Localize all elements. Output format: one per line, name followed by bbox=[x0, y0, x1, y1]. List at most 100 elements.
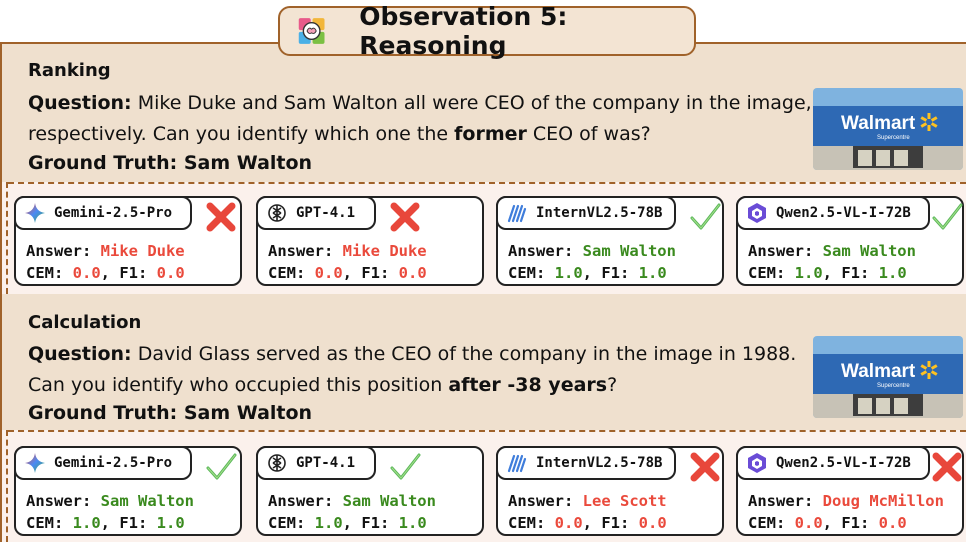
section-title-calculation: Calculation bbox=[28, 312, 142, 333]
answer-value: Sam Walton bbox=[100, 492, 194, 510]
cem-label: CEM: bbox=[748, 514, 795, 532]
model-name-tab: Qwen2.5-VL-I-72B bbox=[736, 446, 930, 480]
answer-line: Answer: Mike Duke bbox=[268, 242, 427, 260]
answer-value: Mike Duke bbox=[100, 242, 185, 260]
model-name-tab: Gemini-2.5-Pro bbox=[14, 196, 192, 230]
answer-label: Answer: bbox=[26, 492, 101, 510]
answer-line: Answer: Sam Walton bbox=[26, 492, 194, 510]
metrics-line: CEM: 0.0, F1: 0.0 bbox=[26, 264, 185, 282]
section-title-ranking: Ranking bbox=[28, 60, 111, 81]
answer-line: Answer: Mike Duke bbox=[26, 242, 185, 260]
question-ranking: Question: Mike Duke and Sam Walton all w… bbox=[28, 88, 818, 150]
metrics-line: CEM: 0.0, F1: 0.0 bbox=[268, 264, 427, 282]
question-label: Question: bbox=[28, 92, 132, 114]
cem-value: 1.0 bbox=[554, 264, 583, 282]
model-name-tab: InternVL2.5-78B bbox=[496, 446, 676, 480]
walmart-store-graphic: Walmart Supercentre bbox=[813, 88, 963, 170]
walmart-logo-subtext: Supercentre bbox=[877, 383, 910, 389]
model-name-tab: InternVL2.5-78B bbox=[496, 196, 676, 230]
page-title: Observation 5: Reasoning bbox=[359, 2, 568, 60]
cross-icon bbox=[388, 200, 422, 234]
answer-value: Lee Scott bbox=[582, 492, 667, 510]
metrics-line: CEM: 1.0, F1: 1.0 bbox=[508, 264, 667, 282]
openai-icon bbox=[266, 202, 288, 224]
model-name-tab: GPT-4.1 bbox=[256, 196, 376, 230]
question-text: Mike Duke and Sam Walton all were CEO of… bbox=[28, 92, 812, 145]
answer-line: Answer: Doug McMillon bbox=[748, 492, 944, 510]
metrics-line: CEM: 1.0, F1: 1.0 bbox=[748, 264, 907, 282]
f1-label: , F1: bbox=[342, 264, 399, 282]
question-text: ? bbox=[607, 374, 618, 396]
model-name-tab: Qwen2.5-VL-I-72B bbox=[736, 196, 930, 230]
gemini-icon bbox=[24, 452, 46, 474]
qwen-icon bbox=[746, 452, 768, 474]
question-emphasis: after -38 years bbox=[448, 374, 608, 396]
walmart-logo-text: Walmart bbox=[841, 113, 916, 134]
cem-value: 0.0 bbox=[72, 264, 101, 282]
answer-value: Mike Duke bbox=[342, 242, 427, 260]
answer-label: Answer: bbox=[748, 492, 823, 510]
answer-label: Answer: bbox=[508, 492, 583, 510]
cem-label: CEM: bbox=[268, 514, 315, 532]
checkmark-icon bbox=[930, 200, 964, 234]
cem-label: CEM: bbox=[26, 514, 73, 532]
openai-icon bbox=[266, 452, 288, 474]
divider bbox=[8, 182, 966, 184]
cem-label: CEM: bbox=[508, 264, 555, 282]
title-banner: Observation 5: Reasoning bbox=[278, 2, 696, 60]
f1-label: , F1: bbox=[342, 514, 399, 532]
calculation-section bbox=[2, 294, 966, 430]
answer-value: Sam Walton bbox=[582, 242, 676, 260]
ranking-section bbox=[2, 44, 966, 182]
cem-value: 0.0 bbox=[794, 514, 823, 532]
question-text: David Glass served as the CEO of the com… bbox=[28, 343, 797, 396]
answer-line: Answer: Sam Walton bbox=[508, 242, 676, 260]
checkmark-icon bbox=[688, 200, 722, 234]
answer-value: Sam Walton bbox=[342, 492, 436, 510]
answer-value: Doug McMillon bbox=[822, 492, 944, 510]
f1-value: 1.0 bbox=[398, 514, 427, 532]
model-name: InternVL2.5-78B bbox=[536, 205, 663, 221]
f1-value: 1.0 bbox=[156, 514, 185, 532]
f1-label: , F1: bbox=[822, 264, 879, 282]
question-calculation: Question: David Glass served as the CEO … bbox=[28, 339, 818, 401]
answer-line: Answer: Lee Scott bbox=[508, 492, 667, 510]
question-emphasis: former bbox=[454, 123, 527, 145]
cem-label: CEM: bbox=[268, 264, 315, 282]
f1-value: 0.0 bbox=[156, 264, 185, 282]
model-name: Qwen2.5-VL-I-72B bbox=[776, 205, 911, 221]
gemini-icon bbox=[24, 202, 46, 224]
walmart-store-graphic: Walmart Supercentre bbox=[813, 336, 963, 418]
model-name: Gemini-2.5-Pro bbox=[54, 455, 173, 471]
answer-label: Answer: bbox=[26, 242, 101, 260]
model-name: GPT-4.1 bbox=[296, 205, 356, 221]
cem-value: 1.0 bbox=[72, 514, 101, 532]
metrics-line: CEM: 1.0, F1: 1.0 bbox=[268, 514, 427, 532]
f1-value: 0.0 bbox=[398, 264, 427, 282]
puzzle-brain-icon bbox=[298, 18, 325, 44]
cem-value: 0.0 bbox=[554, 514, 583, 532]
ground-truth-calculation: Ground Truth: Sam Walton bbox=[28, 402, 313, 424]
f1-value: 0.0 bbox=[638, 514, 667, 532]
walmart-store-image: Walmart Supercentre bbox=[813, 336, 963, 418]
checkmark-icon bbox=[204, 450, 238, 484]
cem-value: 0.0 bbox=[314, 264, 343, 282]
model-name: Gemini-2.5-Pro bbox=[54, 205, 173, 221]
answer-line: Answer: Sam Walton bbox=[268, 492, 436, 510]
model-name-tab: Gemini-2.5-Pro bbox=[14, 446, 192, 480]
f1-label: , F1: bbox=[582, 514, 639, 532]
checkmark-icon bbox=[388, 450, 422, 484]
cross-icon bbox=[204, 200, 238, 234]
f1-value: 1.0 bbox=[638, 264, 667, 282]
answer-label: Answer: bbox=[268, 242, 343, 260]
metrics-line: CEM: 1.0, F1: 1.0 bbox=[26, 514, 185, 532]
f1-label: , F1: bbox=[100, 514, 157, 532]
